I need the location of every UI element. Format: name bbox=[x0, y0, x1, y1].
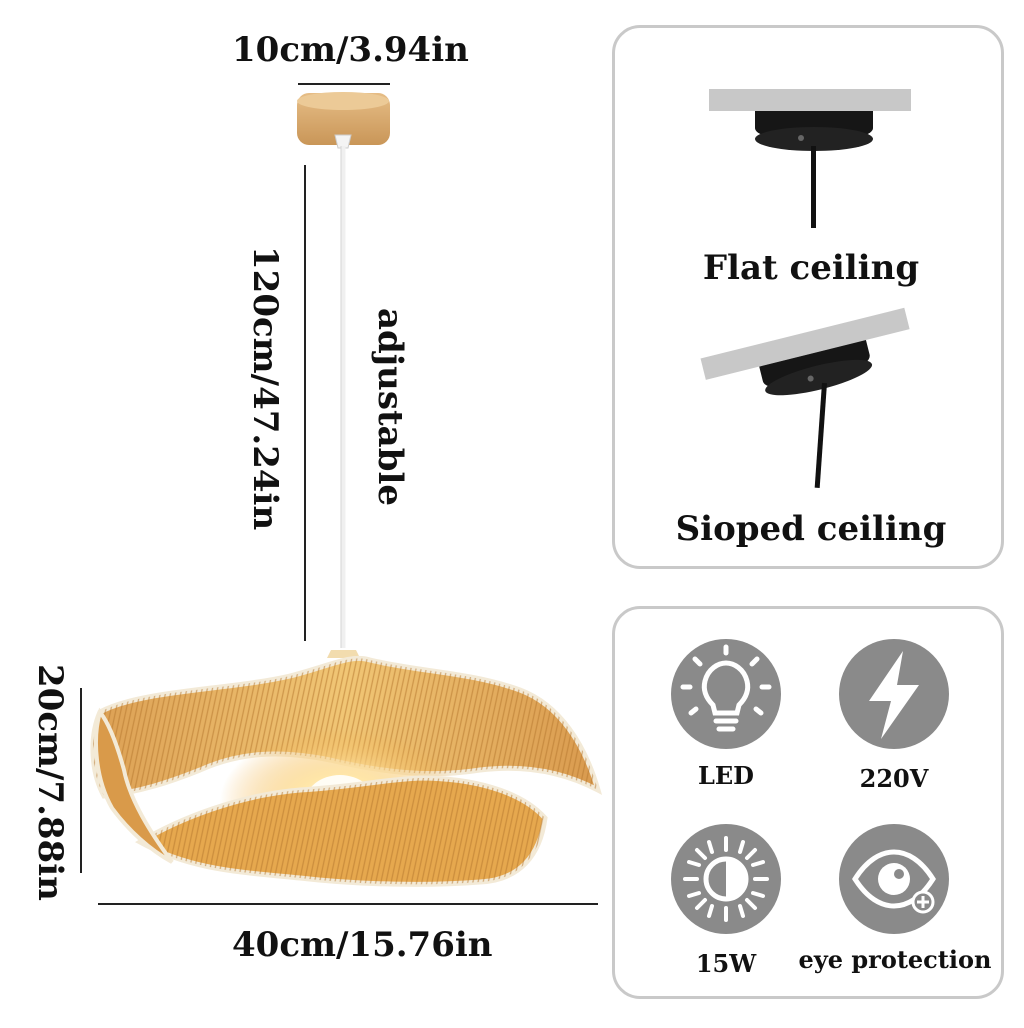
ceiling-canopy bbox=[297, 92, 390, 149]
canopy-width-label: 10cm/3.94in bbox=[232, 30, 469, 70]
shade-width-label: 40cm/15.76in bbox=[232, 925, 493, 965]
rattan-shade bbox=[90, 650, 603, 887]
shade-height-line bbox=[80, 688, 82, 873]
brightness-sun-icon bbox=[671, 824, 781, 934]
flat-ceiling-icon bbox=[709, 89, 911, 228]
flat-ceiling-label: Flat ceiling bbox=[702, 248, 920, 288]
cord-length-line bbox=[304, 165, 306, 641]
mounting-diagrams bbox=[700, 89, 911, 488]
shade-width-line bbox=[98, 903, 598, 905]
canopy-width-line bbox=[298, 83, 390, 85]
sloped-ceiling-icon bbox=[700, 307, 910, 396]
shade-height-label: 20cm/7.88in bbox=[30, 664, 70, 901]
eye-protection-label: eye protection bbox=[798, 945, 992, 974]
sloped-ceiling-label: Sioped ceiling bbox=[675, 509, 947, 549]
pendant-lamp-drawing bbox=[90, 92, 603, 887]
wattage-label: 15W bbox=[695, 949, 757, 978]
voltage-label: 220V bbox=[859, 764, 929, 793]
cord-note-label: adjustable bbox=[370, 308, 410, 507]
lamp-illustration bbox=[90, 92, 603, 887]
lightning-bolt-icon bbox=[839, 639, 949, 749]
features-panel: LED 220V bbox=[612, 606, 1004, 999]
cord-length-label: 120cm/47.24in bbox=[245, 246, 285, 531]
mounting-panel: Flat ceiling Sioped ceiling bbox=[612, 25, 1004, 569]
eye-protection-icon bbox=[839, 824, 949, 934]
led-label: LED bbox=[698, 761, 754, 790]
led-bulb-icon bbox=[671, 639, 781, 749]
